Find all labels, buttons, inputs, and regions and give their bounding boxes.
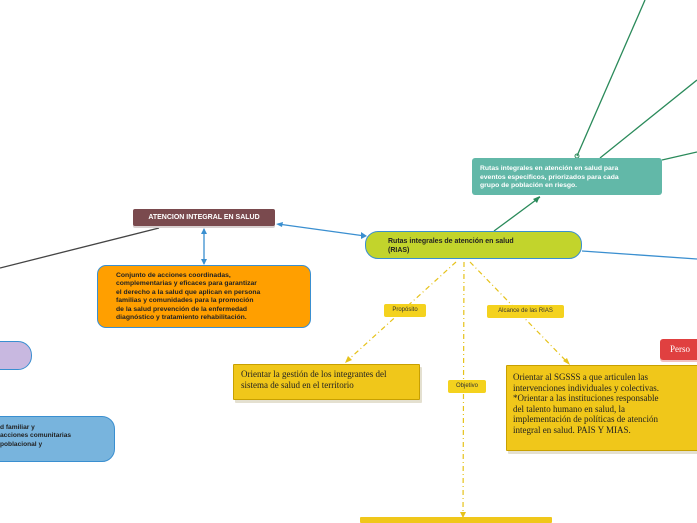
central-line2: (RIAS) (388, 247, 410, 254)
arrowhead-atencion-up (201, 228, 207, 234)
arrowhead-central-left (361, 232, 367, 239)
proposito-node[interactable]: Orientar la gestión de los integrantes d… (233, 364, 420, 400)
alcance-line6: integral en salud. PAIS Y MIAS. (513, 424, 631, 435)
persona-label: Perso (670, 344, 690, 354)
bluebox-line2: acciones comunitarias (0, 432, 72, 440)
teal-line2: eventos especificos, priorizados para ca… (480, 173, 619, 181)
bluebox-line3: poblacional y (0, 440, 43, 448)
connector-teal-top1 (576, 0, 646, 157)
atencion-label: ATENCION INTEGRAL EN SALUD (148, 214, 260, 221)
objetivo-node[interactable] (360, 517, 552, 523)
atencion-definition-node[interactable]: Conjunto de acciones coordinadas, comple… (97, 265, 311, 328)
orange-line4: familias y comunidades para la promoción (116, 297, 254, 305)
central-topic-node[interactable]: Rutas integrales de atención en salud (R… (365, 231, 582, 259)
orientar-line2: sistema de salud en el territorio (241, 379, 354, 390)
proposito-label[interactable]: Propósito (384, 304, 426, 317)
orientar-line1: Orientar la gestión de los integrantes d… (241, 369, 387, 379)
connector-teal-top2 (599, 79, 697, 159)
arrowhead-proposito (345, 356, 352, 363)
alcance-line2: intervenciones individuales y colectivas… (513, 382, 659, 393)
arrowhead-orange-down (201, 259, 207, 265)
central-line1: Rutas integrales de atención en salud (388, 238, 514, 245)
atencion-integral-node[interactable]: ATENCION INTEGRAL EN SALUD (133, 209, 275, 226)
bluebox-line1: d familiar y (0, 424, 35, 431)
orange-line6: diagnóstico y tratamiento rehabilitación… (116, 314, 247, 322)
alcance-line5: implementación de políticas de atención (513, 414, 658, 425)
arrowhead-atencion (276, 222, 283, 227)
arrowhead-alcance (563, 358, 570, 365)
objetivo-label[interactable]: Objetivo (448, 380, 486, 393)
alcance-line1: Orientar al SGSSS a que articulen las (513, 372, 648, 382)
persona-node[interactable]: Perso (660, 339, 697, 360)
orange-line2: complementarias y eficaces para garantiz… (116, 280, 257, 288)
rias-eventos-node[interactable]: Rutas integrales en atención en salud pa… (472, 158, 662, 195)
alcance-label[interactable]: Alcance de las RIAS (487, 305, 564, 318)
alcance-line4: del talento humano en salud, la (513, 403, 625, 414)
offscreen-blue-node[interactable]: d familiar y acciones comunitarias pobla… (0, 416, 115, 462)
orange-line1: Conjunto de acciones coordinadas, (116, 272, 231, 279)
orange-line3: el derecho a la salud que aplican en per… (116, 288, 261, 296)
alcance-node[interactable]: Orientar al SGSSS a que articulen las in… (506, 365, 697, 451)
connector-atencion-left (0, 227, 160, 269)
offscreen-purple-node[interactable] (0, 341, 32, 370)
connector-central-right (581, 250, 697, 260)
alcance-line3: *Orientar a las instituciones responsabl… (513, 393, 659, 404)
connector-teal-top3 (661, 151, 697, 161)
connector-objetivo (462, 261, 465, 518)
orange-line5: de la salud prevención de la enfermedad (116, 305, 248, 313)
arrowhead-teal (533, 196, 540, 203)
connector-central-atencion (277, 223, 366, 237)
connector-central-teal (493, 196, 541, 232)
arrowhead-objetivo (460, 512, 466, 518)
teal-line1: Rutas integrales en atención en salud pa… (480, 165, 619, 172)
teal-line3: grupo de población en riesgo. (480, 182, 578, 189)
